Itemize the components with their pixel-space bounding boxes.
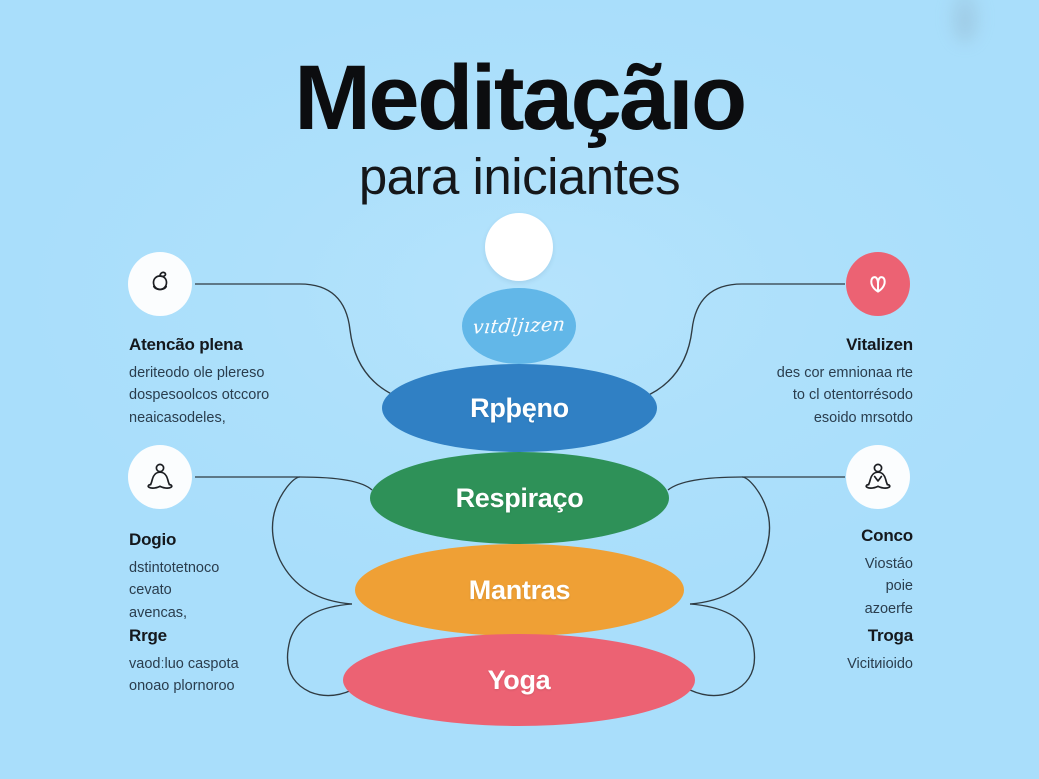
text-block-diario-body: dstintotetnoco cevato avencas,: [129, 557, 359, 624]
body-line: to cl otentorrésodo: [792, 387, 913, 404]
text-block-vitalizen-heading: Vitalizen: [846, 335, 913, 354]
text-block-troga-body: Vicitиioido: [700, 653, 913, 675]
stack-node-mantras-label: Mantras: [468, 574, 571, 605]
text-block-mindfulness: Atencão plena deriteodo ole plereso dosp…: [129, 335, 379, 429]
text-block-vitalizen-body: des cor emnionaa rte to cl otentorrésodo…: [700, 362, 913, 429]
body-line: dstintotetnoco: [129, 560, 220, 576]
text-block-mindfulness-body: deriteodo ole plereso dospesoolcos otcco…: [129, 362, 379, 429]
meditating-person-icon: [147, 463, 173, 489]
stack-node-repouso-label: Rpþęno: [470, 392, 569, 423]
stack-node-repouso[interactable]: Rpþęno: [382, 364, 657, 452]
badge-breath[interactable]: [128, 445, 192, 509]
meditating-person-icon: [865, 463, 891, 489]
stack-node-respiracao[interactable]: Respiraço: [370, 452, 669, 544]
stack-node-yoga-label: Yoga: [487, 664, 551, 695]
title-block: Meditaçãıo para iniciantes: [0, 52, 1039, 204]
body-line: deriteodo ole plereso: [129, 365, 265, 381]
lotus-sprout-icon: [152, 271, 168, 291]
body-line: dospesoolcos otccoro: [129, 387, 270, 404]
badge-focus[interactable]: [846, 445, 910, 509]
body-line: neaicasodeles,: [129, 409, 226, 426]
body-line: esoido mrsotdo: [813, 409, 913, 426]
body-line: vaodːluo caspota: [129, 656, 239, 672]
text-block-mindfulness-heading: Atencão plena: [129, 335, 243, 354]
text-block-regra-body: vaodːluo caspota onoao plornoroo: [129, 653, 359, 698]
text-block-diario: Dogio dstintotetnoco cevato avencas,: [129, 530, 359, 624]
stack-node-vitalize[interactable]: vıtdljızen: [462, 288, 576, 364]
text-block-regra-heading: Rrge: [129, 626, 167, 645]
text-block-troga: Troga Vicitиioido: [700, 626, 913, 675]
body-line: des cor emnionaa rte: [776, 365, 913, 381]
body-line: cevato: [129, 582, 172, 599]
text-block-vitalizen: Vitalizen des cor emnionaa rte to cl ote…: [700, 335, 913, 429]
body-line: poie: [885, 578, 913, 595]
text-block-conco-heading: Conco: [861, 526, 913, 545]
text-block-diario-heading: Dogio: [129, 530, 177, 549]
badge-vitalize[interactable]: [846, 252, 910, 316]
page-subtitle: para iniciantes: [358, 148, 681, 205]
body-line: Vicitиioido: [847, 656, 913, 672]
text-block-conco: Conco Viostáo poie azoerfe: [700, 526, 913, 620]
body-line: azoerfe: [864, 600, 913, 617]
stack-node-yoga[interactable]: Yoga: [343, 634, 695, 726]
page-title: Meditaçãıo: [294, 47, 747, 149]
stack-node-vitalize-label: vıtdljızen: [471, 313, 567, 339]
stack-node-head: [485, 213, 553, 281]
body-line: avencas,: [129, 604, 188, 621]
body-line: Viostáo: [864, 556, 913, 572]
text-block-troga-heading: Troga: [867, 626, 913, 645]
lotus-petals-icon: [870, 276, 886, 293]
text-block-regra: Rrge vaodːluo caspota onoao plornoroo: [129, 626, 359, 698]
stack-node-mantras[interactable]: Mantras: [355, 544, 684, 636]
stack-node-respiracao-label: Respiraço: [455, 482, 584, 513]
body-line: onoao plornoroo: [129, 678, 235, 695]
text-block-conco-body: Viostáo poie azoerfe: [700, 553, 913, 620]
badge-mindfulness[interactable]: [128, 252, 192, 316]
